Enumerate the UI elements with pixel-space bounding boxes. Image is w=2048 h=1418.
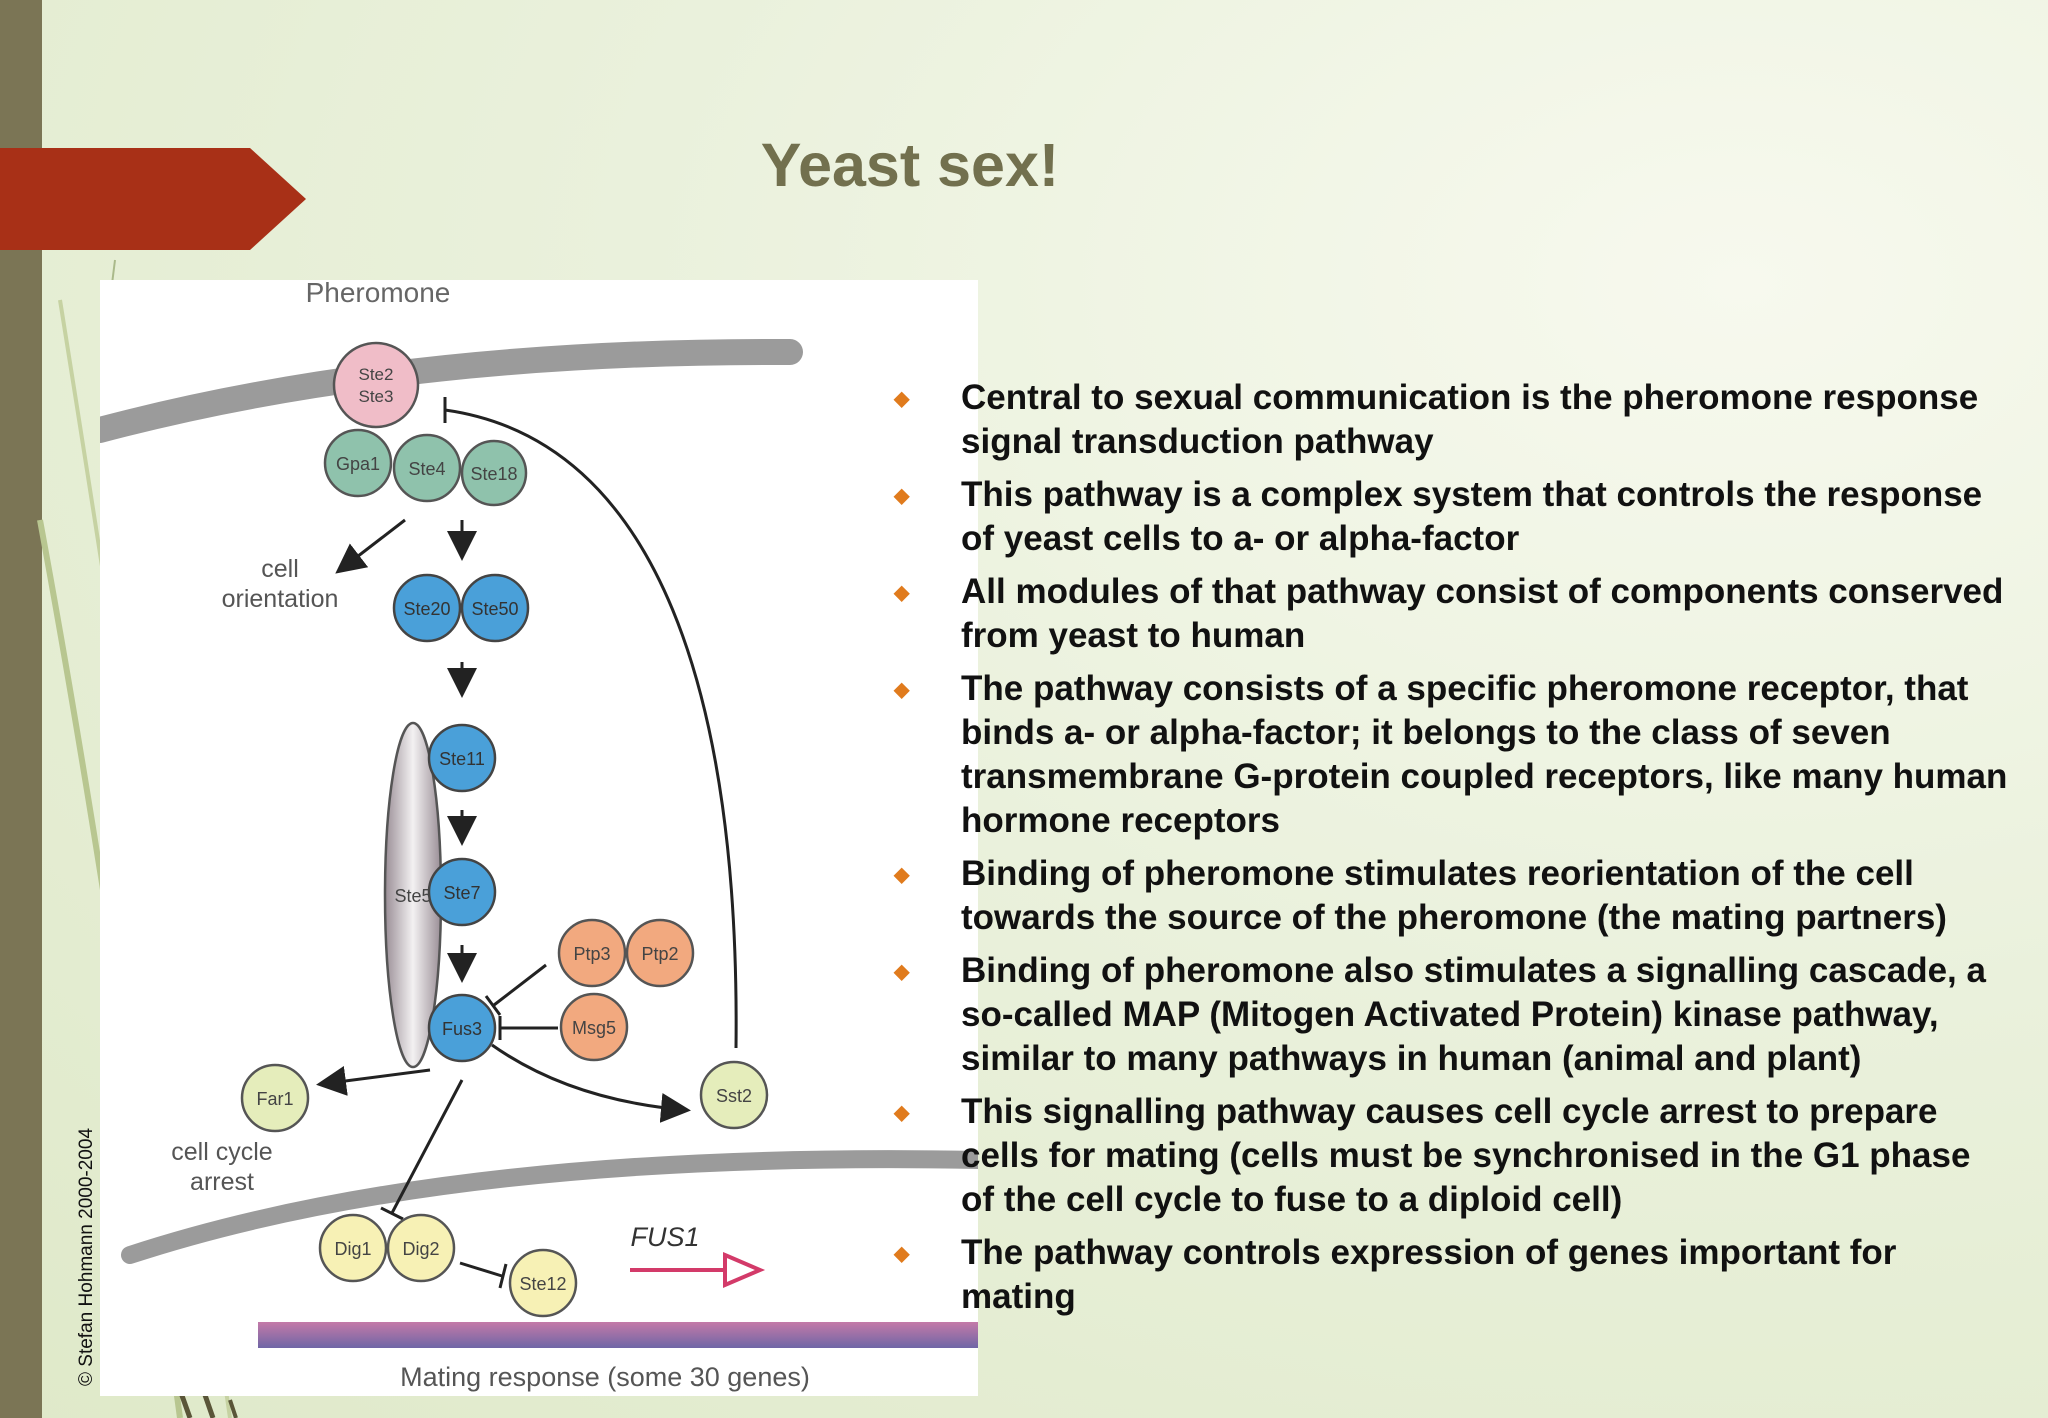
arrow-fus3-to-sst2 [491,1043,691,1123]
bullet-item: ◆ All modules of that pathway consist of … [892,570,2012,658]
gpa1-node [323,428,393,498]
msg5-node [559,992,629,1062]
dig-inhibits-ste12 [459,1261,503,1278]
bullet-text: The pathway controls expression of genes… [961,1233,1897,1316]
bullet-text: All modules of that pathway consist of c… [961,572,2004,655]
title-arrow-tab [0,148,306,250]
cell-label: cell [261,555,299,583]
far1-node [240,1063,310,1133]
far1-label: Far1 [256,1089,293,1109]
ptp-inhibit-bar [484,995,502,1016]
nuclear-membrane [121,1150,978,1264]
ptp-inhibits-fus3 [493,963,547,1007]
ste20-label: Ste20 [403,599,450,619]
slide-title: Yeast sex! [760,131,1060,199]
bullet-item: ◆ Binding of pheromone also stimulates a … [892,949,2012,1081]
diamond-bullet-icon: ◆ [894,582,910,604]
bullet-item: ◆ Central to sexual communication is the … [892,376,2012,464]
fus3-label: Fus3 [442,1019,482,1039]
bullet-text: Central to sexual communication is the p… [961,378,1979,461]
diamond-bullet-icon: ◆ [894,679,910,701]
diamond-bullet-icon: ◆ [894,1243,910,1265]
ste2-ste3-receptor [332,341,420,429]
mating-response-label: Mating response (some 30 genes) [400,1362,810,1392]
gpa1-label: Gpa1 [336,454,380,474]
fus3-node [427,993,497,1063]
bullet-item: ◆ The pathway controls expression of gene… [892,1231,2012,1319]
diamond-bullet-icon: ◆ [894,961,910,983]
bullet-item: ◆ The pathway consists of a specific pher… [892,667,2012,843]
bullet-text: The pathway consists of a specific phero… [961,669,2008,840]
ste50-node [460,573,530,643]
pathway-diagram: Pheromone Ste2 Ste3 Gpa1 Ste4 Ste18 cell… [100,280,978,1396]
dig1-label: Dig1 [334,1239,371,1259]
ste7-label: Ste7 [443,883,480,903]
dig-ste12-bar [498,1263,508,1289]
bullet-text: This pathway is a complex system that co… [961,475,1983,558]
bullet-text: This signalling pathway causes cell cycl… [961,1092,1971,1219]
orientation-arrow [335,518,406,574]
ste2-label: Ste2 [359,365,394,384]
dig2-node [386,1213,456,1283]
cell-cycle-label: cell cycle [171,1138,272,1166]
diamond-bullet-icon: ◆ [894,1102,910,1124]
msg5-label: Msg5 [572,1018,616,1038]
ste50-label: Ste50 [471,599,518,619]
bullet-text: Binding of pheromone also stimulates a s… [961,951,1986,1078]
ste4-label: Ste4 [408,459,445,479]
diamond-bullet-icon: ◆ [894,485,910,507]
ste7-node [427,857,497,927]
bullet-item: ◆ This pathway is a complex system that c… [892,473,2012,561]
bullet-item: ◆ Binding of pheromone stimulates reorien… [892,852,2012,940]
fus1-label: FUS1 [630,1222,699,1252]
ste12-label: Ste12 [519,1274,566,1294]
diamond-bullet-icon: ◆ [894,388,910,410]
ste4-node [392,433,462,503]
pheromone-label: Pheromone [306,280,451,308]
dig1-node [318,1213,388,1283]
ste11-label: Ste11 [439,749,485,769]
ptp3-label: Ptp3 [573,944,610,964]
fus3-inhibits-dig [390,1079,464,1214]
copyright-notice: © Stefan Hohmann 2000-2004 [76,1127,97,1386]
arrest-label: arrest [190,1168,254,1196]
ste18-node [460,439,528,507]
diamond-bullet-icon: ◆ [894,864,910,886]
arrow-fus3-to-far1 [316,1066,431,1096]
sst2-node [699,1060,769,1130]
ptp2-label: Ptp2 [641,944,678,964]
ste20-node [392,573,462,643]
ptp2-node [625,918,695,988]
orientation-label: orientation [222,585,339,613]
sst2-inhibits-receptor [444,408,738,1049]
ste5-label: Ste5 [394,886,431,906]
bullet-list: ◆ Central to sexual communication is the … [892,376,2012,1328]
ste12-node [508,1248,578,1318]
sst2-label: Sst2 [716,1086,752,1106]
plasma-membrane-top [100,338,803,443]
bullet-item: ◆ This signalling pathway causes cell cyc… [892,1090,2012,1222]
fus3-dig-bar [380,1206,404,1221]
fus1-arrow-head [723,1251,766,1289]
dig2-label: Dig2 [402,1239,439,1259]
dna-bar [258,1322,978,1348]
ste18-label: Ste18 [470,464,517,484]
ste11-node [427,723,497,793]
ptp3-node [557,918,627,988]
ste3-label: Ste3 [359,387,394,406]
bullet-text: Binding of pheromone stimulates reorient… [961,854,1947,937]
